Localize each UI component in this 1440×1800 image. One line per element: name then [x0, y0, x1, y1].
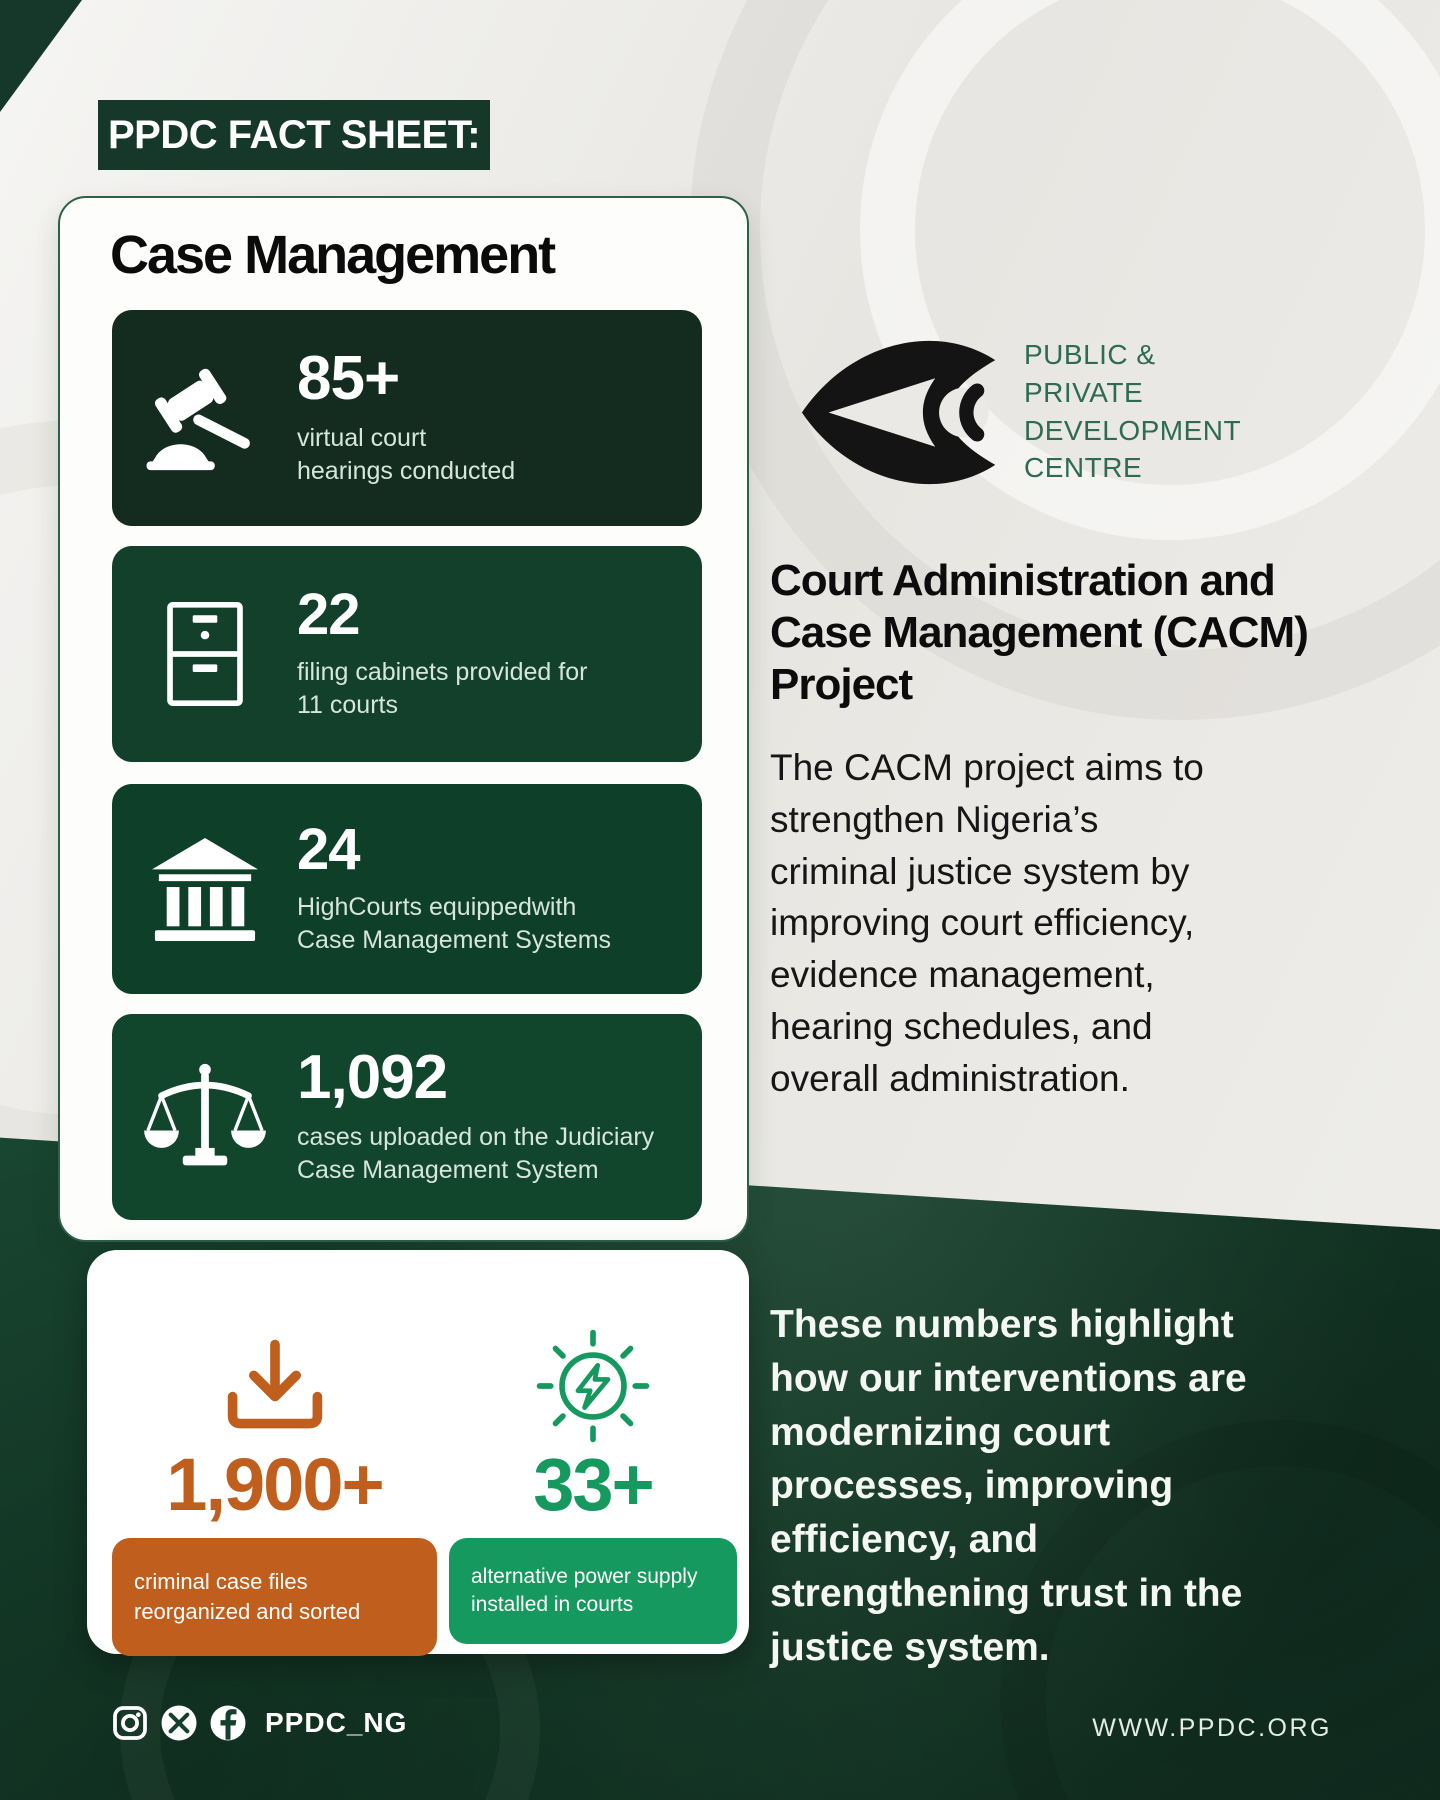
stat-value: 1,092 [297, 1043, 448, 1112]
case-management-card: Case Management 85+ virtual court hearin… [58, 196, 749, 1242]
fact-sheet-badge: PPDC FACT SHEET: [98, 100, 490, 170]
impact-label-pill: alternative power supply installed in co… [449, 1538, 737, 1644]
stat-text: 85+ virtual court hearings conducted [297, 348, 535, 488]
impact-card: 1,900+ criminal case files reorganized a… [87, 1250, 749, 1656]
corner-accent [0, 0, 82, 112]
stat-value: 24 [297, 817, 361, 882]
x-twitter-icon[interactable] [159, 1703, 199, 1743]
impact-value: 1,900+ [166, 1443, 384, 1526]
instagram-icon[interactable] [110, 1703, 150, 1743]
stat-card-high-courts: 24 HighCourts equippedwith Case Manageme… [112, 784, 702, 994]
impact-col-case-files: 1,900+ criminal case files reorganized a… [112, 1250, 437, 1656]
stat-label: HighCourts equippedwith Case Management … [297, 893, 612, 954]
social-handle[interactable]: PPDC_NG [265, 1707, 408, 1738]
power-icon [532, 1329, 654, 1443]
impact-value: 33+ [533, 1443, 655, 1526]
eye-logo-icon [801, 340, 996, 485]
project-title: Court Administration and Case Management… [770, 556, 1309, 709]
impact-summary: These numbers highlight how our interven… [770, 1303, 1247, 1669]
stat-card-filing-cabinets: 22 filing cabinets provided for 11 court… [112, 546, 702, 762]
stat-label: filing cabinets provided for 11 courts [297, 658, 588, 719]
social-bar: PPDC_NG [110, 1703, 407, 1743]
project-description: The CACM project aims to strengthen Nige… [770, 747, 1204, 1099]
stat-text: 22 filing cabinets provided for 11 court… [297, 586, 607, 722]
stat-label: cases uploaded on the Judiciary Case Man… [297, 1123, 655, 1184]
facebook-icon[interactable] [208, 1703, 248, 1743]
stat-text: 1,092 cases uploaded on the Judiciary Ca… [297, 1047, 674, 1187]
website-url[interactable]: WWW.PPDC.ORG [1092, 1714, 1332, 1742]
fact-sheet-badge-label: PPDC FACT SHEET: [107, 112, 481, 157]
stat-label: virtual court hearings conducted [297, 424, 516, 485]
stat-card-virtual-hearings: 85+ virtual court hearings conducted [112, 310, 702, 526]
ppdc-logo-text: PUBLIC & PRIVATE DEVELOPMENT CENTRE [1024, 339, 1242, 484]
courthouse-icon [112, 835, 297, 943]
stat-value: 85+ [297, 344, 400, 413]
gavel-icon [112, 362, 297, 474]
ppdc-logo: PUBLIC & PRIVATE DEVELOPMENT CENTRE [800, 330, 1241, 495]
stat-text: 24 HighCourts equippedwith Case Manageme… [297, 821, 631, 957]
stat-value: 22 [297, 582, 361, 647]
impact-label-pill: criminal case files reorganized and sort… [112, 1538, 437, 1656]
stat-card-cases-uploaded: 1,092 cases uploaded on the Judiciary Ca… [112, 1014, 702, 1220]
impact-col-power-supply: 33+ alternative power supply installed i… [449, 1250, 737, 1644]
filing-cabinet-icon [112, 595, 297, 713]
case-management-title: Case Management [110, 225, 556, 285]
scales-icon [112, 1059, 297, 1175]
download-icon [217, 1330, 333, 1442]
